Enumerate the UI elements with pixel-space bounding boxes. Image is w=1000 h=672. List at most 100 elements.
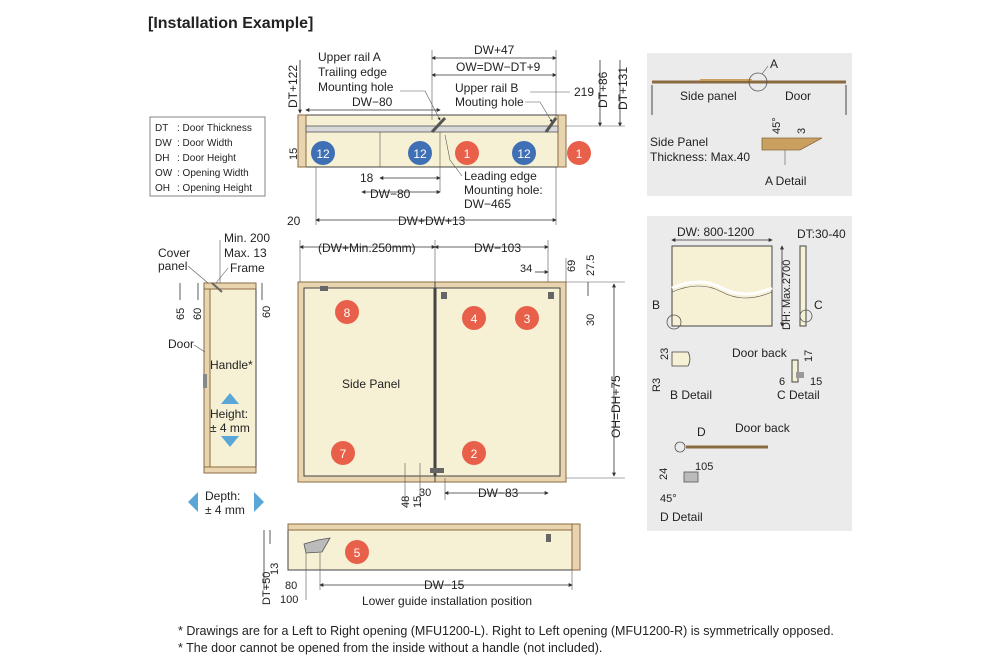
leading-edge-label: Leading edge [464, 169, 537, 183]
legend-code: DH [155, 153, 169, 164]
part-number: 2 [471, 447, 478, 461]
height-up-arrow-icon [221, 393, 239, 404]
thickness-label: Thickness: Max.40 [650, 150, 750, 164]
footnote: * The door cannot be opened from the ins… [178, 641, 603, 655]
leading-edge-label: Mounting hole: [464, 183, 543, 197]
part-circle-1 [567, 141, 591, 165]
dim-15: 15 [412, 496, 424, 508]
dim-oh: OH=DH+75 [609, 375, 623, 438]
dim-219: 219 [574, 85, 594, 99]
part-circle-5 [345, 540, 369, 564]
frame-label: Frame [230, 261, 265, 275]
legend-text: : Door Height [177, 153, 236, 164]
dim-dw47: DW+47 [474, 43, 515, 57]
part-number: 1 [464, 147, 471, 161]
thickness-label: Side Panel [650, 135, 708, 149]
dim-18: 18 [360, 171, 374, 185]
d-detail-caption: D Detail [660, 510, 703, 524]
part-number: 12 [413, 147, 427, 161]
lower-guide-cabinet [287, 523, 581, 571]
dim-dw80-bottom: DW−80 [370, 187, 411, 201]
side-panel-label-a: Side panel [680, 89, 737, 103]
cover-panel-label: Cover [158, 246, 190, 260]
r3-label: R3 [651, 378, 663, 392]
dw-range-label: DW: 800-1200 [677, 225, 754, 239]
depth-label: ± 4 mm [205, 503, 245, 517]
door-back-c-label: Door back [732, 346, 788, 360]
legend-code: DT [155, 123, 168, 134]
legend-code: OH [155, 183, 170, 194]
legend-code: DW [155, 138, 172, 149]
rail-a-label: Trailing edge [318, 65, 387, 79]
c-detail-caption: C Detail [777, 388, 820, 402]
dim-100: 100 [280, 594, 298, 606]
dim-ow: OW=DW−DT+9 [456, 60, 541, 74]
deg45-d: 45° [660, 493, 677, 505]
dim-30-bottom: 30 [419, 487, 431, 499]
c-label: C [814, 298, 823, 312]
dim-60: 60 [261, 306, 273, 318]
part-number: 7 [340, 447, 347, 461]
dim-65: 65 [175, 308, 187, 320]
dim-dt131: DT+131 [616, 67, 630, 110]
door-back-d-label: Door back [735, 421, 791, 435]
part-number: 8 [344, 306, 351, 320]
front-door [435, 287, 561, 477]
depth-left-arrow-icon [188, 492, 198, 512]
dim-dw15: DW−15 [424, 578, 465, 592]
part-circle-1 [455, 141, 479, 165]
leading-edge-label: DW−465 [464, 197, 511, 211]
lower-guide-caption: Lower guide installation position [362, 594, 532, 608]
lower-guide-view: 5 13 DT+50 80 100 DW−15 Lower guide inst… [261, 523, 581, 608]
side-panel-label: Side Panel [342, 377, 400, 391]
dim-15: 15 [288, 148, 300, 160]
dim-60: 60 [192, 308, 204, 320]
dim-dt122: DT+122 [286, 65, 300, 108]
dim-dt50: DT+50 [261, 572, 273, 605]
deg45-a: 45° [771, 117, 783, 134]
d-label: D [697, 425, 706, 439]
dim-34: 34 [520, 263, 532, 275]
part-circle-12 [311, 141, 335, 165]
part-number: 4 [471, 312, 478, 326]
dim-dt86: DT+86 [596, 71, 610, 108]
dim-27-5: 27.5 [585, 255, 597, 276]
bcd-detail-panel: DW: 800-1200 DT:30-40 DH: Max.2700 B C 2… [647, 216, 852, 531]
dim-6: 6 [779, 376, 785, 388]
dim-48: 48 [400, 496, 412, 508]
dim-15-c: 15 [810, 376, 822, 388]
page-title: [Installation Example] [148, 15, 313, 32]
min200-label: Min. 200 [224, 231, 270, 245]
part-number: 12 [316, 147, 330, 161]
part-circle-12 [408, 141, 432, 165]
part-circle-4 [462, 306, 486, 330]
part-circle-2 [462, 441, 486, 465]
front-side-panel [303, 287, 435, 477]
height-label: ± 4 mm [210, 421, 250, 435]
dim-23: 23 [659, 348, 671, 360]
part-circle-8 [335, 300, 359, 324]
dim-dw-min: (DW+Min.250mm) [318, 241, 416, 255]
b-detail-caption: B Detail [670, 388, 712, 402]
legend-text: : Opening Width [177, 168, 249, 179]
a-detail-caption: A Detail [765, 174, 806, 188]
part-circle-7 [331, 441, 355, 465]
depth-label: Depth: [205, 489, 240, 503]
part-number: 3 [524, 312, 531, 326]
rail-b-label: Mouting hole [455, 95, 524, 109]
front-view: Side Panel (DW+Min.250mm) DW−103 34 69 2… [297, 240, 625, 508]
rail-a-label: Upper rail A [318, 50, 381, 64]
dim-24: 24 [658, 468, 670, 480]
max13-label: Max. 13 [224, 246, 267, 260]
rail-a-label: Mounting hole [318, 80, 394, 94]
dim-17: 17 [803, 350, 815, 362]
footnote: * Drawings are for a Left to Right openi… [178, 624, 834, 638]
a-label: A [770, 57, 778, 71]
rail-b-label: Upper rail B [455, 81, 518, 95]
part-number: 12 [517, 147, 531, 161]
dim-69: 69 [566, 260, 578, 272]
door-elevation [671, 245, 773, 327]
dim-dwdw13: DW+DW+13 [398, 214, 466, 228]
